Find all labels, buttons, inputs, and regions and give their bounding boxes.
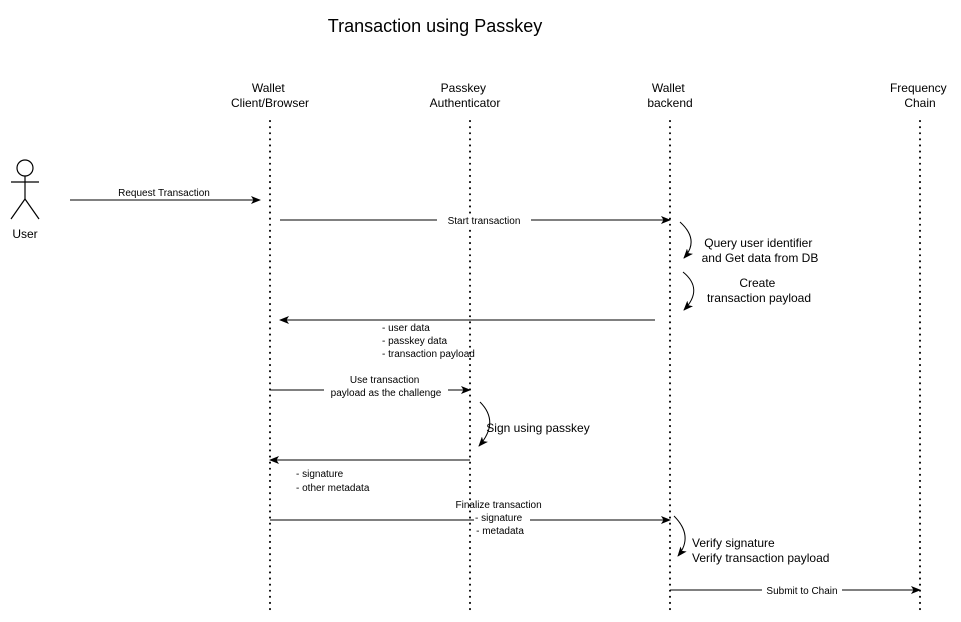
lifeline-header-frequency-chain: Frequency Chain <box>890 81 950 110</box>
message-label-finalize-transaction: Finalize transaction - signature - metad… <box>456 500 545 537</box>
self-arrow-verify <box>673 515 687 557</box>
message-label-start-transaction: Start transaction <box>448 216 521 227</box>
message-label-request-transaction: Request Transaction <box>118 188 210 199</box>
self-note-sign-passkey: Sign using passkey <box>486 421 589 435</box>
self-arrow-sign-passkey <box>478 401 491 447</box>
lifeline-header-wallet-client: Wallet Client/Browser <box>231 81 309 110</box>
self-note-verify: Verify signature Verify transaction payl… <box>692 536 829 565</box>
message-label-use-challenge: Use transaction payload as the challenge <box>331 375 442 399</box>
diagram-title: Transaction using Passkey <box>328 16 542 36</box>
user-actor-icon <box>10 159 40 220</box>
message-label-submit-to-chain: Submit to Chain <box>766 586 837 597</box>
lifeline-header-passkey-authenticator: Passkey Authenticator <box>430 81 501 110</box>
self-note-query-user: Query user identifier and Get data from … <box>702 236 819 265</box>
self-arrow-create-payload <box>682 271 695 311</box>
self-arrow-query-user <box>679 221 693 259</box>
message-label-backend-response: - user data - passkey data - transaction… <box>382 323 475 360</box>
lifeline-header-wallet-backend: Wallet backend <box>647 81 692 110</box>
message-label-signature-response: - signature - other metadata <box>296 469 370 494</box>
user-actor-label: User <box>12 227 37 241</box>
self-note-create-payload: Create transaction payload <box>707 276 811 305</box>
